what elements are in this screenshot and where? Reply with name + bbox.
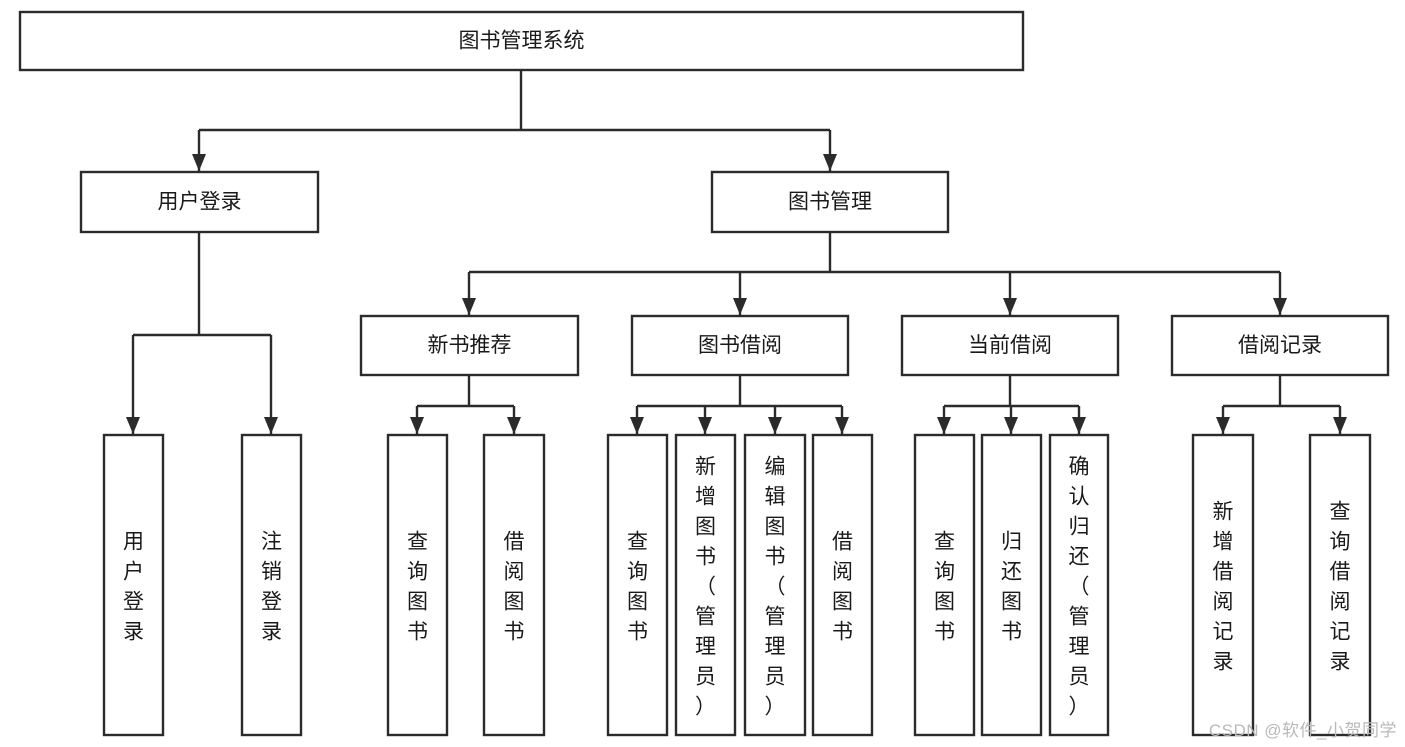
node-label: 查询图书 [627, 530, 648, 643]
node-box[interactable] [674, 433, 737, 737]
node-box[interactable] [1048, 433, 1110, 737]
node-label: 图书管理 [788, 191, 872, 214]
node-box[interactable] [482, 433, 546, 737]
node-borrow-record[interactable]: 借阅记录 [1170, 314, 1390, 377]
arrow-head-icon [768, 417, 782, 434]
arrow-head-icon [1216, 417, 1230, 434]
node-label: 新增借阅记录 [1213, 500, 1234, 673]
node-label: 查询图书 [934, 530, 955, 643]
node-label: 查询借阅记录 [1330, 500, 1351, 673]
node-box[interactable] [900, 314, 1120, 377]
edge-root-group [192, 70, 837, 171]
edge-book-borrow-group [630, 375, 849, 434]
arrow-head-icon [698, 417, 712, 434]
node-book-manage[interactable]: 图书管理 [710, 170, 950, 234]
edge-new-book-group [410, 375, 521, 434]
node-leaf-user-login[interactable]: 用户登录 [102, 433, 165, 737]
node-leaf-query-book-1[interactable]: 查询图书 [386, 433, 449, 737]
node-leaf-edit-book[interactable]: 编辑图书（管理员） [743, 433, 807, 737]
node-leaf-query-book-3[interactable]: 查询图书 [913, 433, 976, 737]
node-user-login[interactable]: 用户登录 [79, 170, 320, 234]
node-label: 图书借阅 [698, 334, 782, 357]
node-leaf-query-book-2[interactable]: 查询图书 [606, 433, 669, 737]
arrow-head-icon [1003, 298, 1017, 315]
node-label: 借阅图书 [504, 530, 525, 643]
arrow-head-icon [507, 417, 521, 434]
node-leaf-query-borrow-record[interactable]: 查询借阅记录 [1308, 433, 1372, 737]
node-layer: 图书管理系统用户登录图书管理新书推荐图书借阅当前借阅借阅记录用户登录注销登录查询… [18, 10, 1390, 737]
node-box[interactable] [359, 314, 580, 377]
arrow-head-icon [733, 298, 747, 315]
node-leaf-borrow-book-2[interactable]: 借阅图书 [811, 433, 874, 737]
node-box[interactable] [710, 170, 950, 234]
arrow-head-icon [1273, 298, 1287, 315]
node-box[interactable] [743, 433, 807, 737]
arrow-head-icon [410, 417, 424, 434]
edge-user-login-group [126, 232, 278, 434]
node-leaf-confirm-return[interactable]: 确认归还（管理员） [1048, 433, 1110, 737]
arrow-head-icon [835, 417, 849, 434]
node-label: 借阅记录 [1238, 334, 1322, 357]
node-label: 新增图书（管理员） [695, 455, 716, 718]
node-label: 用户登录 [123, 530, 144, 643]
node-label: 用户登录 [158, 191, 242, 214]
node-label: 借阅图书 [832, 530, 853, 643]
node-leaf-borrow-book-1[interactable]: 借阅图书 [482, 433, 546, 737]
arrow-head-icon [630, 417, 644, 434]
node-book-borrow[interactable]: 图书借阅 [630, 314, 850, 377]
connector-layer [126, 70, 1347, 434]
csdn-watermark: CSDN @软件_小贺同学 [1208, 721, 1397, 740]
node-box[interactable] [980, 433, 1043, 737]
node-box[interactable] [102, 433, 165, 737]
node-box[interactable] [1191, 433, 1255, 737]
node-label: 新书推荐 [428, 334, 512, 357]
node-label: 确认归还（管理员） [1069, 455, 1090, 718]
edge-borrow-record-group [1216, 375, 1347, 434]
node-label: 图书管理系统 [459, 30, 585, 53]
node-label: 当前借阅 [968, 334, 1052, 357]
edge-book-manage-group [462, 232, 1287, 315]
node-box[interactable] [630, 314, 850, 377]
node-current-borrow[interactable]: 当前借阅 [900, 314, 1120, 377]
arrow-head-icon [462, 298, 476, 315]
arrow-head-icon [1333, 417, 1347, 434]
arrow-head-icon [823, 154, 837, 171]
node-label: 归还图书 [1001, 530, 1022, 643]
node-box[interactable] [606, 433, 669, 737]
node-leaf-user-logout[interactable]: 注销登录 [240, 433, 303, 737]
node-leaf-return-book[interactable]: 归还图书 [980, 433, 1043, 737]
node-leaf-add-borrow-record[interactable]: 新增借阅记录 [1191, 433, 1255, 737]
node-box[interactable] [1170, 314, 1390, 377]
node-root[interactable]: 图书管理系统 [18, 10, 1025, 72]
arrow-head-icon [1004, 417, 1018, 434]
node-box[interactable] [1308, 433, 1372, 737]
node-box[interactable] [240, 433, 303, 737]
node-new-book-recommend[interactable]: 新书推荐 [359, 314, 580, 377]
arrow-head-icon [264, 417, 278, 434]
node-box[interactable] [811, 433, 874, 737]
node-box[interactable] [913, 433, 976, 737]
arrow-head-icon [192, 154, 206, 171]
node-label: 查询图书 [407, 530, 428, 643]
node-box[interactable] [386, 433, 449, 737]
edge-current-borrow-group [937, 375, 1086, 434]
node-label: 编辑图书（管理员） [765, 455, 786, 718]
arrow-head-icon [126, 417, 140, 434]
node-box[interactable] [79, 170, 320, 234]
node-box[interactable] [18, 10, 1025, 72]
node-leaf-add-book[interactable]: 新增图书（管理员） [674, 433, 737, 737]
node-label: 注销登录 [261, 530, 282, 643]
arrow-head-icon [1072, 417, 1086, 434]
arrow-head-icon [937, 417, 951, 434]
